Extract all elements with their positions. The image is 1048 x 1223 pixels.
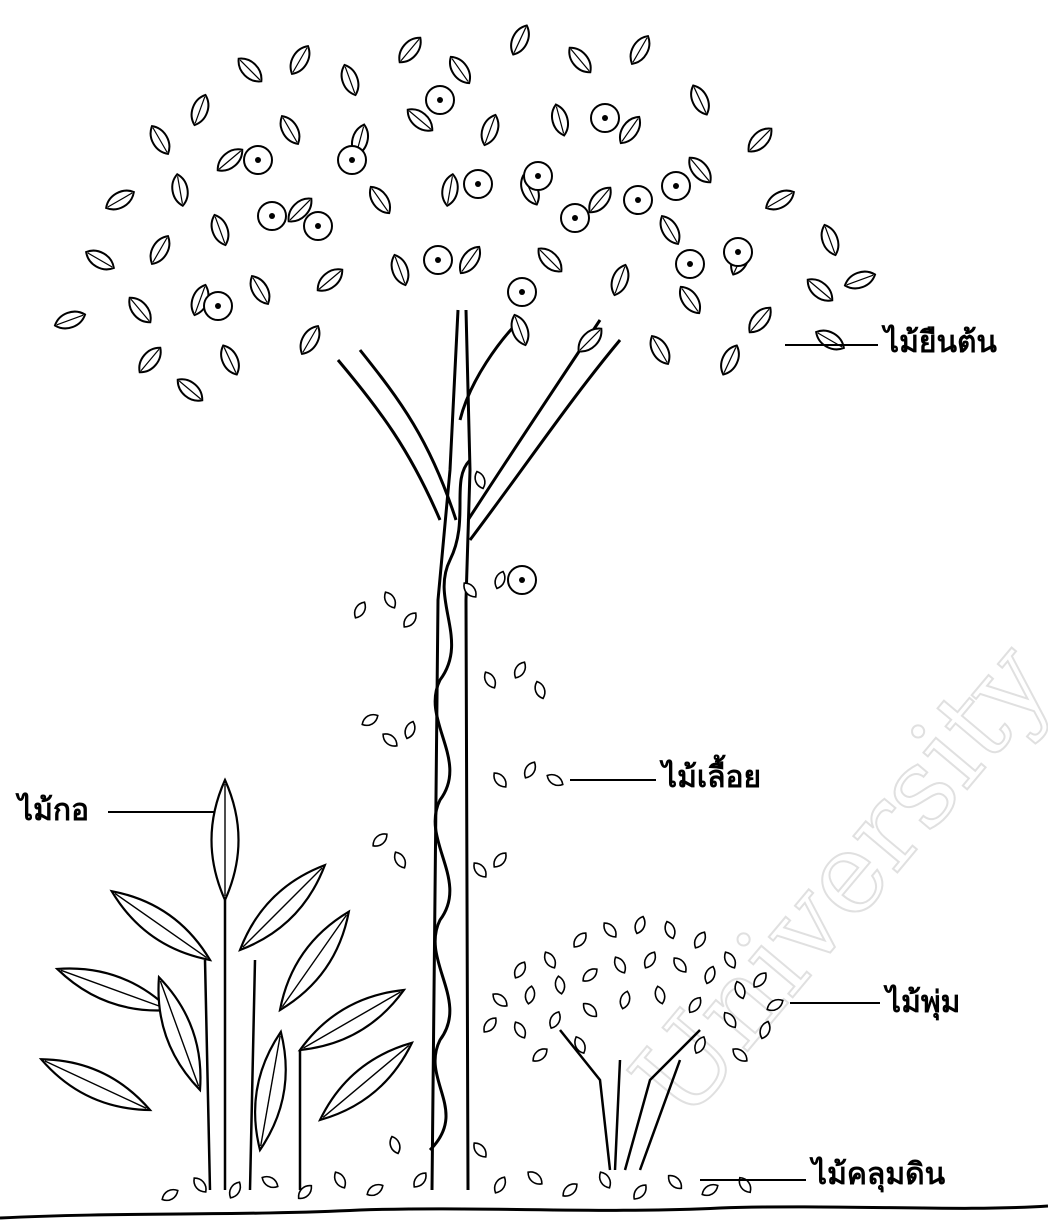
watermark: University [607, 618, 1048, 1142]
label-shrub: ไม้พุ่ม [886, 988, 960, 1018]
tree-canopy [52, 22, 877, 406]
svg-text:University: University [607, 618, 1048, 1142]
clump-plant [36, 780, 421, 1190]
label-vine: ไม้เลื้อย [662, 763, 761, 793]
label-groundcover: ไม้คลุมดิน [812, 1160, 945, 1190]
vine [352, 460, 565, 1150]
label-tree: ไม้ยืนต้น [884, 328, 997, 358]
groundcover [160, 1135, 754, 1203]
label-clump-plant: ไม้กอ [18, 796, 89, 826]
ground-line [0, 1206, 1048, 1218]
